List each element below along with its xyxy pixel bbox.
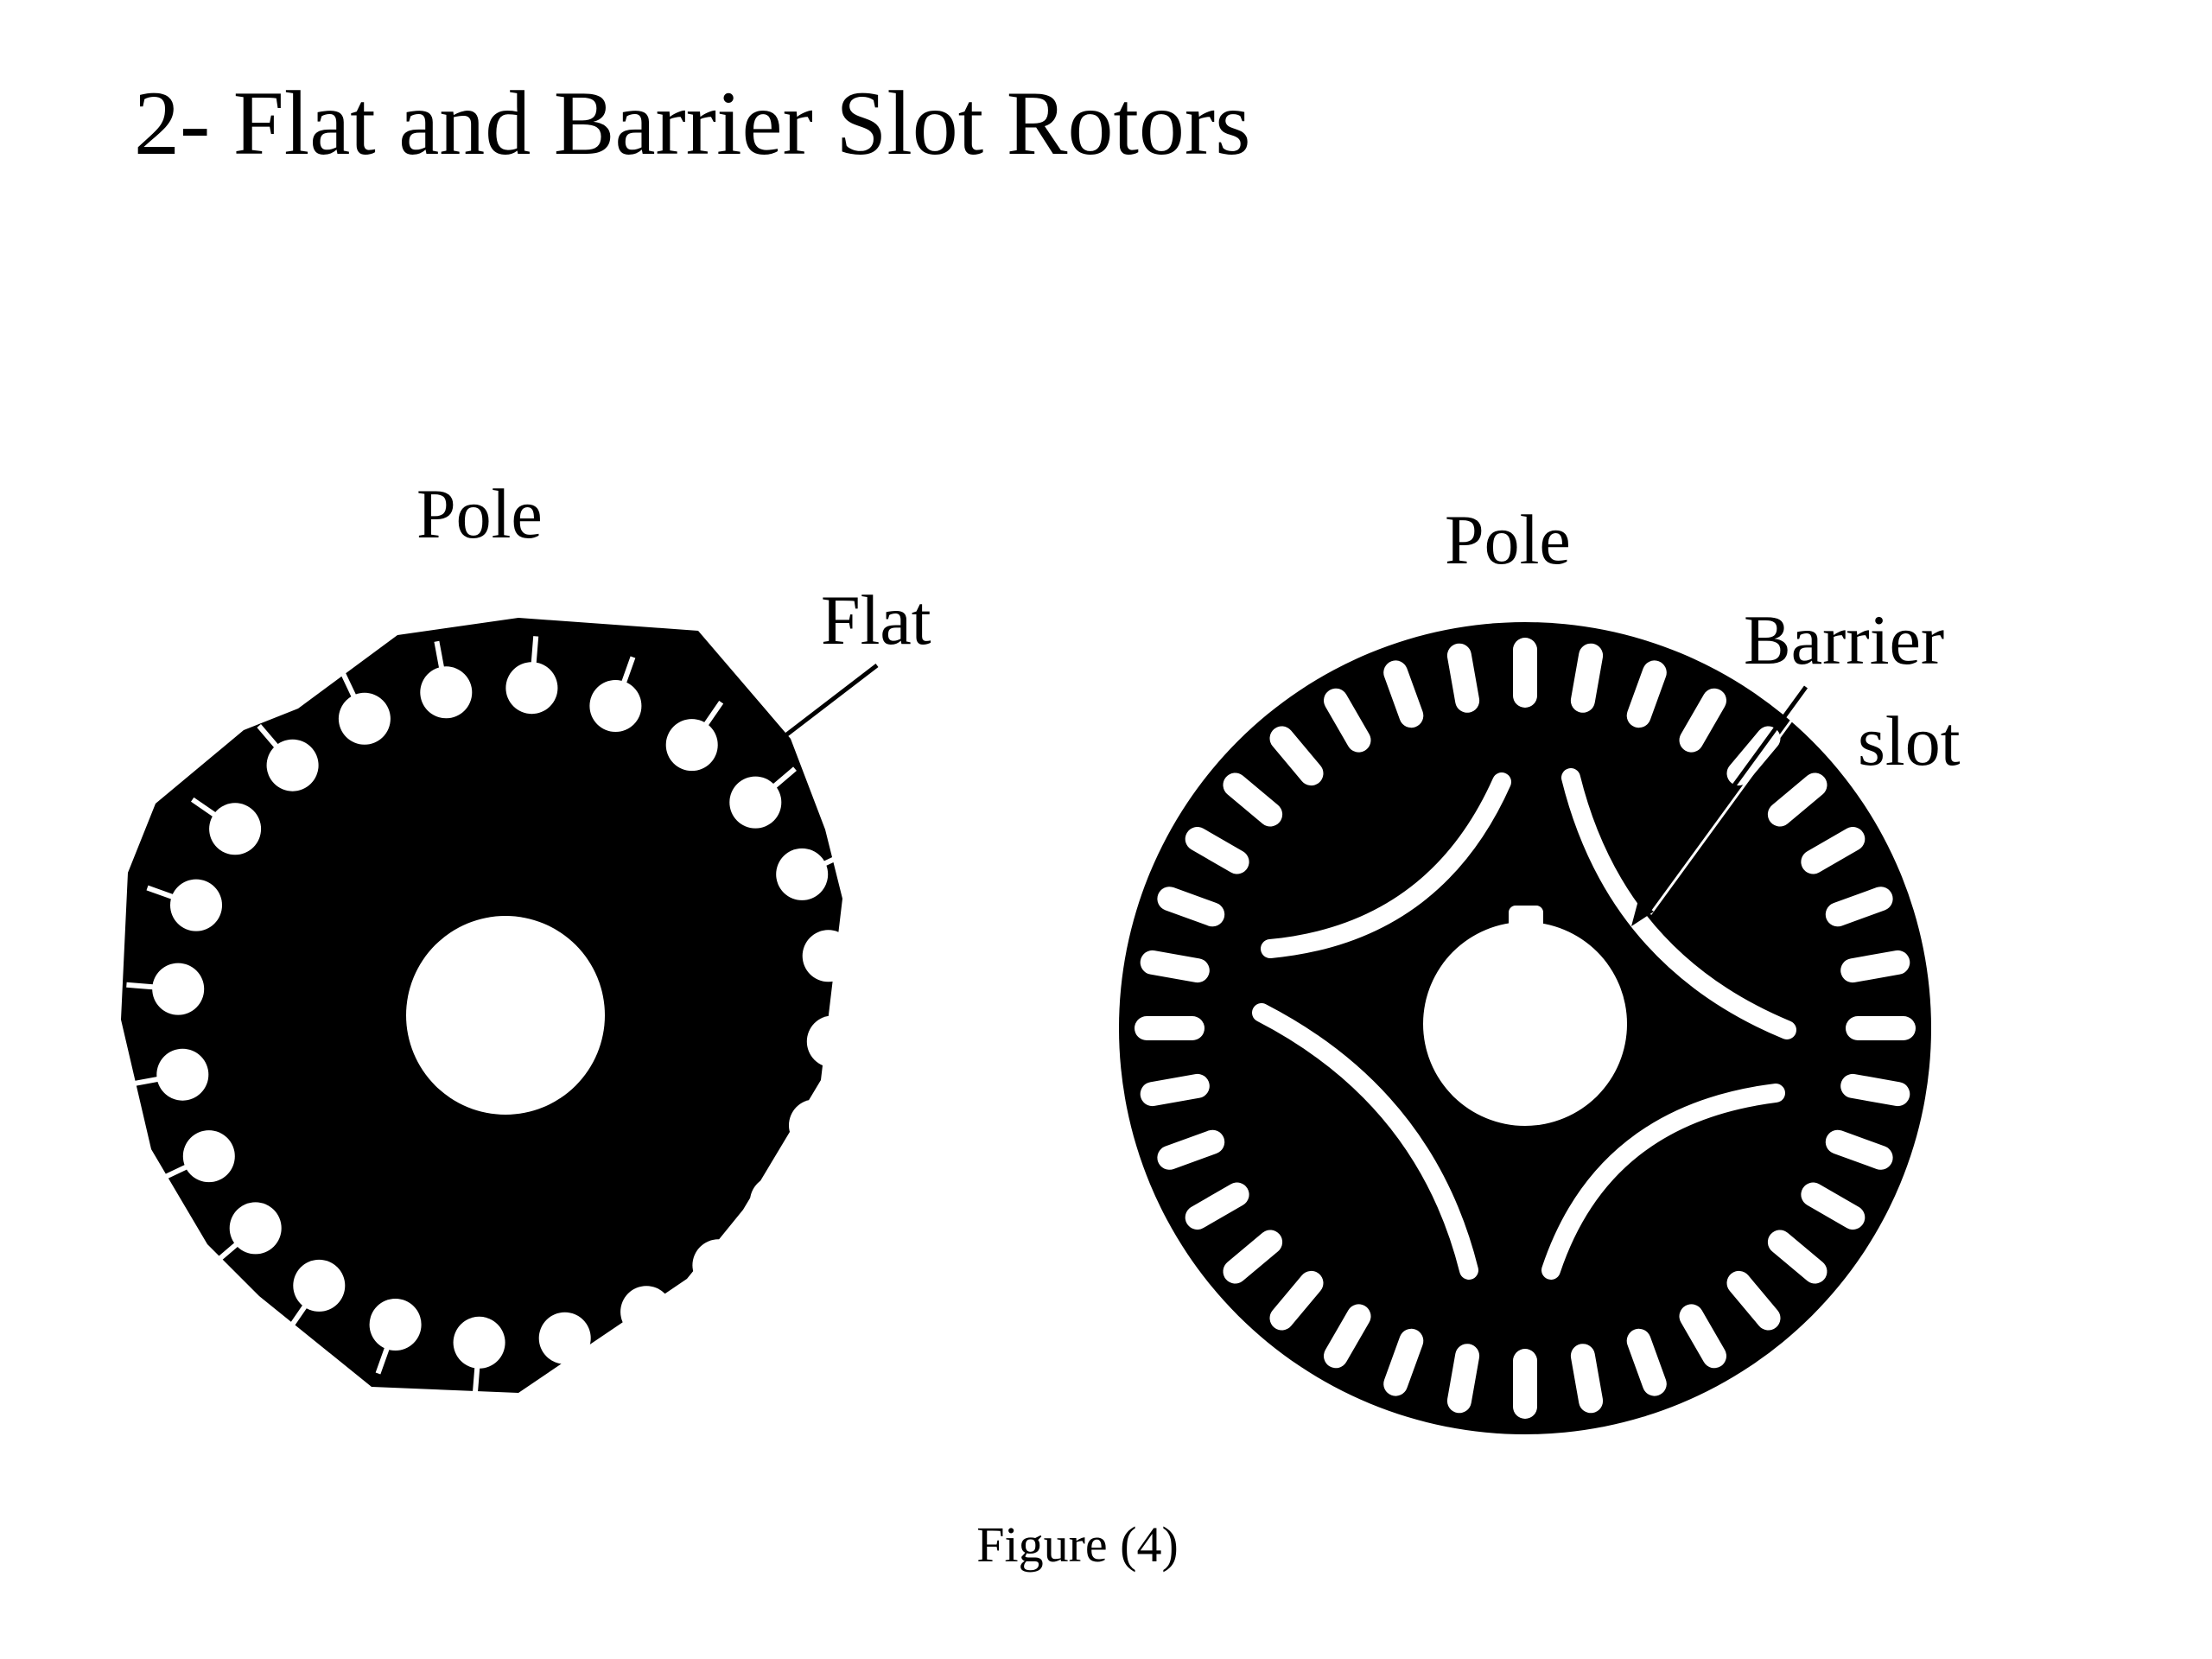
rotor-slot xyxy=(1767,772,1827,827)
flux-barrier xyxy=(1541,1084,1785,1280)
figure-caption: Figure (4) xyxy=(976,1516,1179,1573)
rotor-slot xyxy=(1801,827,1866,874)
rotor-slot xyxy=(1324,1304,1371,1369)
rotor-slot xyxy=(1825,1129,1893,1170)
rotor-slot xyxy=(1140,1073,1210,1107)
barrier-leader-arrow xyxy=(1631,685,1815,926)
rotor-slot xyxy=(1223,1230,1283,1284)
flux-barriers xyxy=(1252,768,1796,1280)
rotor-slot xyxy=(1269,726,1324,786)
rotor-bar-slot xyxy=(806,1015,885,1068)
rotor-bar-slot xyxy=(505,636,558,715)
rotor-slot xyxy=(1185,1182,1249,1230)
barrier-label: Barrier xyxy=(1744,601,1944,679)
rotor-slot xyxy=(1767,1230,1827,1284)
rotor-slot xyxy=(1679,688,1726,753)
rotor-slot xyxy=(1157,887,1225,927)
rotor-bar-slot xyxy=(620,1286,673,1360)
rotor-slot xyxy=(1570,1344,1604,1414)
slot-label: slot xyxy=(1858,702,1961,780)
rotor-slot xyxy=(1825,887,1893,927)
rotor-bar-slot xyxy=(692,1239,754,1306)
flat-label: Flat xyxy=(821,581,931,659)
rotor-slot xyxy=(1185,827,1249,874)
rotor-bar-slot xyxy=(453,1316,505,1395)
rotor-bar-slot xyxy=(257,724,319,791)
flat-leader-arrow xyxy=(760,664,879,755)
rotor-bar-slot xyxy=(776,848,850,900)
right-pole-label: Pole xyxy=(1445,500,1571,579)
rotor-bar-slot xyxy=(729,766,797,829)
rotor-bar-slot xyxy=(214,1202,282,1264)
rotor-bar-slot xyxy=(126,963,205,1015)
rotor-bar-slot xyxy=(589,656,642,732)
rotor-slot xyxy=(1626,1328,1667,1396)
rotor-slot xyxy=(1840,950,1910,983)
rotor-bar-slot xyxy=(369,1299,422,1375)
left-pole-label: Pole xyxy=(416,474,543,553)
slide-title: 2- Flat and Barrier Slot Rotors xyxy=(134,73,1251,174)
rotor-slot xyxy=(1446,1344,1480,1414)
rotor-slot xyxy=(1157,1129,1225,1170)
rotor-bar-slot xyxy=(338,671,391,745)
shaft-key-notch xyxy=(1509,906,1543,931)
rotor-slot xyxy=(1801,1182,1866,1230)
rotor-slot xyxy=(1269,1270,1324,1331)
barrier-slot-rotor-lamination xyxy=(1119,622,1931,1434)
rotor-bar-slot xyxy=(420,640,473,719)
rotor-slot xyxy=(1726,1270,1781,1331)
flux-barrier xyxy=(1561,768,1796,1039)
rotor-slot xyxy=(1626,660,1667,728)
rotor-bar-slot xyxy=(665,700,724,772)
rotor-slot xyxy=(1324,688,1371,753)
rotor-bar-slot xyxy=(538,1312,591,1390)
flux-barrier xyxy=(1261,772,1511,958)
rotor-bar-slot xyxy=(146,879,222,931)
shaft-bore xyxy=(406,916,605,1115)
flat-rotor-lamination xyxy=(121,618,885,1395)
rotor-bar-slot xyxy=(802,930,880,982)
rotor-slot xyxy=(1383,660,1424,728)
rotor-bar-slot xyxy=(130,1048,209,1101)
rotor-slot xyxy=(1570,643,1604,713)
rotor-slot xyxy=(1840,1073,1910,1107)
rotor-slot xyxy=(1383,1328,1424,1396)
rotor-bar-slot xyxy=(749,1175,821,1234)
rotor-bar-slot xyxy=(190,797,262,855)
rotor-slot xyxy=(1679,1304,1726,1369)
rotor-slot xyxy=(1223,772,1283,827)
shaft-bore xyxy=(1423,922,1627,1126)
rotor-slot xyxy=(1446,643,1480,713)
rotor-bar-slot xyxy=(287,1259,346,1331)
rotor-bar-slot xyxy=(161,1130,235,1183)
rotor-bar-slot xyxy=(789,1099,865,1152)
flux-barrier xyxy=(1252,1003,1478,1280)
rotor-slot xyxy=(1140,950,1210,983)
